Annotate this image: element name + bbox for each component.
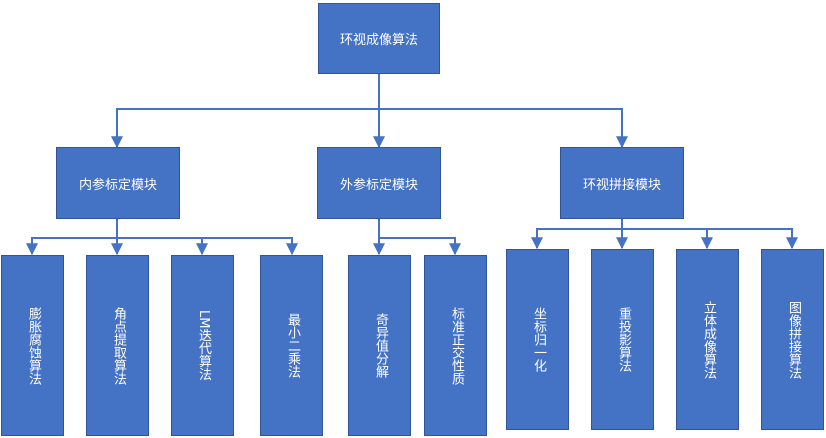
module-surround-stitching: 环视拼接模块 (560, 147, 684, 219)
leaf-node: 标准正交性质 (424, 255, 487, 436)
leaf-node: 立体成像算法 (676, 249, 739, 430)
module-label: 内参标定模块 (78, 177, 157, 193)
leaf-label: 坐标归一化 (530, 307, 546, 372)
leaf-node: 最小二乘法 (260, 255, 323, 436)
leaf-node: 膨胀腐蚀算法 (1, 255, 64, 436)
root-label: 环视成像算法 (339, 33, 418, 48)
module-label: 外参标定模块 (339, 177, 418, 193)
leaf-node: 重投影算法 (591, 249, 654, 430)
leaf-node: LM迭代算法 (171, 255, 234, 436)
leaf-label: 立体成像算法 (700, 300, 716, 379)
leaf-label: 图像拼接算法 (785, 300, 801, 379)
leaf-node: 角点提取算法 (86, 255, 149, 436)
leaf-node: 奇异值分解 (348, 255, 411, 436)
module-label: 环视拼接模块 (582, 177, 661, 193)
leaf-label: 重投影算法 (615, 307, 631, 372)
leaf-label: 最小二乘法 (284, 313, 300, 378)
leaf-label: LM迭代算法 (195, 310, 211, 381)
module-extrinsic-calibration: 外参标定模块 (317, 147, 441, 219)
leaf-label: 奇异值分解 (372, 313, 388, 378)
module-intrinsic-calibration: 内参标定模块 (56, 147, 180, 219)
leaf-label: 角点提取算法 (110, 306, 126, 385)
leaf-label: 膨胀腐蚀算法 (25, 306, 41, 385)
leaf-node: 坐标归一化 (506, 249, 569, 430)
root-node: 环视成像算法 (318, 3, 440, 74)
leaf-label: 标准正交性质 (448, 306, 464, 385)
leaf-node: 图像拼接算法 (761, 249, 824, 430)
